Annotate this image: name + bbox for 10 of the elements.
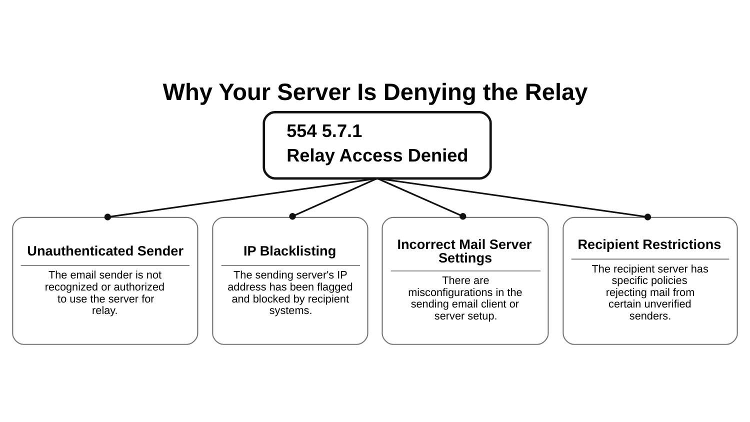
node-box: 554 5.7.1 Relay Access Denied: [262, 110, 492, 180]
node-box: IP Blacklisting The sending server's IP address has been flagged and blocked by recipient systems.: [212, 216, 368, 344]
node-box: Incorrect Mail Server Settings There are misconfigurations in the sending email client or server setup.: [382, 216, 549, 344]
diagram-title: Why Your Server Is Denying the Relay: [162, 78, 588, 105]
node-box: Recipient Restrictions The recipient server has specific policies rejecting mail from certain unverified senders.: [562, 216, 738, 344]
node-box: Unauthenticated Sender The email sender is not recognized or authorized to use the server for relay.: [12, 216, 198, 344]
connector: [376, 177, 466, 220]
connector: [289, 177, 378, 220]
connector: [104, 177, 378, 220]
connector: [377, 177, 652, 220]
